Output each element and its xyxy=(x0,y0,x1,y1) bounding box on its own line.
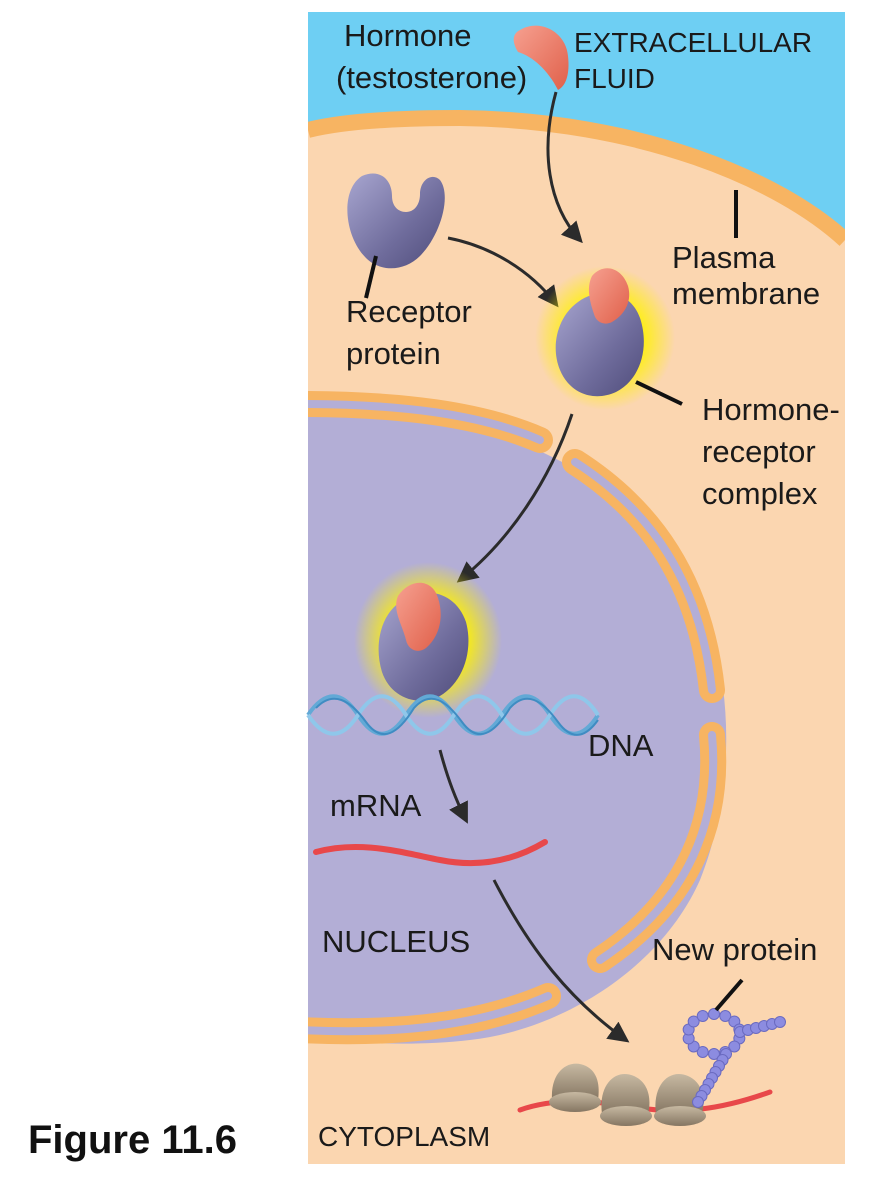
bound-hormone-icon xyxy=(588,268,630,324)
figure-caption: Figure 11.6 xyxy=(28,1118,237,1162)
complex-sublabel-2: complex xyxy=(702,476,818,511)
protein-bead xyxy=(687,1015,700,1028)
nuclear-bound-hormone xyxy=(396,582,441,651)
complex-label: Hormone- xyxy=(702,392,840,427)
plasma-sublabel: membrane xyxy=(672,276,820,311)
export-arrow xyxy=(492,879,630,1043)
hormone-entry-arrow xyxy=(546,91,583,244)
complex-sublabel-1: receptor xyxy=(702,434,816,469)
hormone-label: Hormone xyxy=(344,18,472,53)
cytoplasm-label: CYTOPLASM xyxy=(318,1121,490,1152)
protein-bead xyxy=(719,1009,732,1022)
new-protein-chain xyxy=(682,1008,786,1108)
protein-bead xyxy=(696,1009,709,1022)
protein-bead xyxy=(708,1048,720,1060)
protein-bead xyxy=(692,1096,704,1108)
nucleus-region xyxy=(308,398,727,1044)
protein-bead xyxy=(774,1016,786,1028)
plasma-membrane xyxy=(308,109,845,246)
dna-helix xyxy=(306,694,600,736)
receptor-binding-arrow xyxy=(447,236,559,308)
new-protein-leader xyxy=(714,978,744,1012)
nuclear-envelope xyxy=(308,391,727,1045)
new-protein-label: New protein xyxy=(652,932,817,967)
mrna-strand xyxy=(313,839,548,867)
nucleus-label: NUCLEUS xyxy=(322,924,470,959)
protein-bead xyxy=(696,1046,709,1059)
mrna-label: mRNA xyxy=(330,788,422,823)
hormone-molecule xyxy=(513,25,569,90)
receptor-protein-leader xyxy=(364,255,378,299)
receptor-sublabel: protein xyxy=(346,336,441,371)
extracellular-sublabel: FLUID xyxy=(574,63,655,94)
receptor-label: Receptor xyxy=(346,294,472,329)
nuclear-entry-arrow xyxy=(456,413,574,583)
complex-leader xyxy=(635,380,683,406)
hormone-receptor-complex xyxy=(555,292,644,397)
transcription-arrow xyxy=(438,749,468,824)
receptor-protein xyxy=(347,173,445,269)
plasma-label: Plasma xyxy=(672,240,776,275)
protein-bead xyxy=(728,1040,741,1053)
dna-label: DNA xyxy=(588,728,654,763)
extracellular-label: EXTRACELLULAR xyxy=(574,27,812,58)
protein-bead xyxy=(708,1008,720,1020)
hormone-sublabel: (testosterone) xyxy=(336,60,527,95)
ribosomes xyxy=(549,1063,706,1126)
